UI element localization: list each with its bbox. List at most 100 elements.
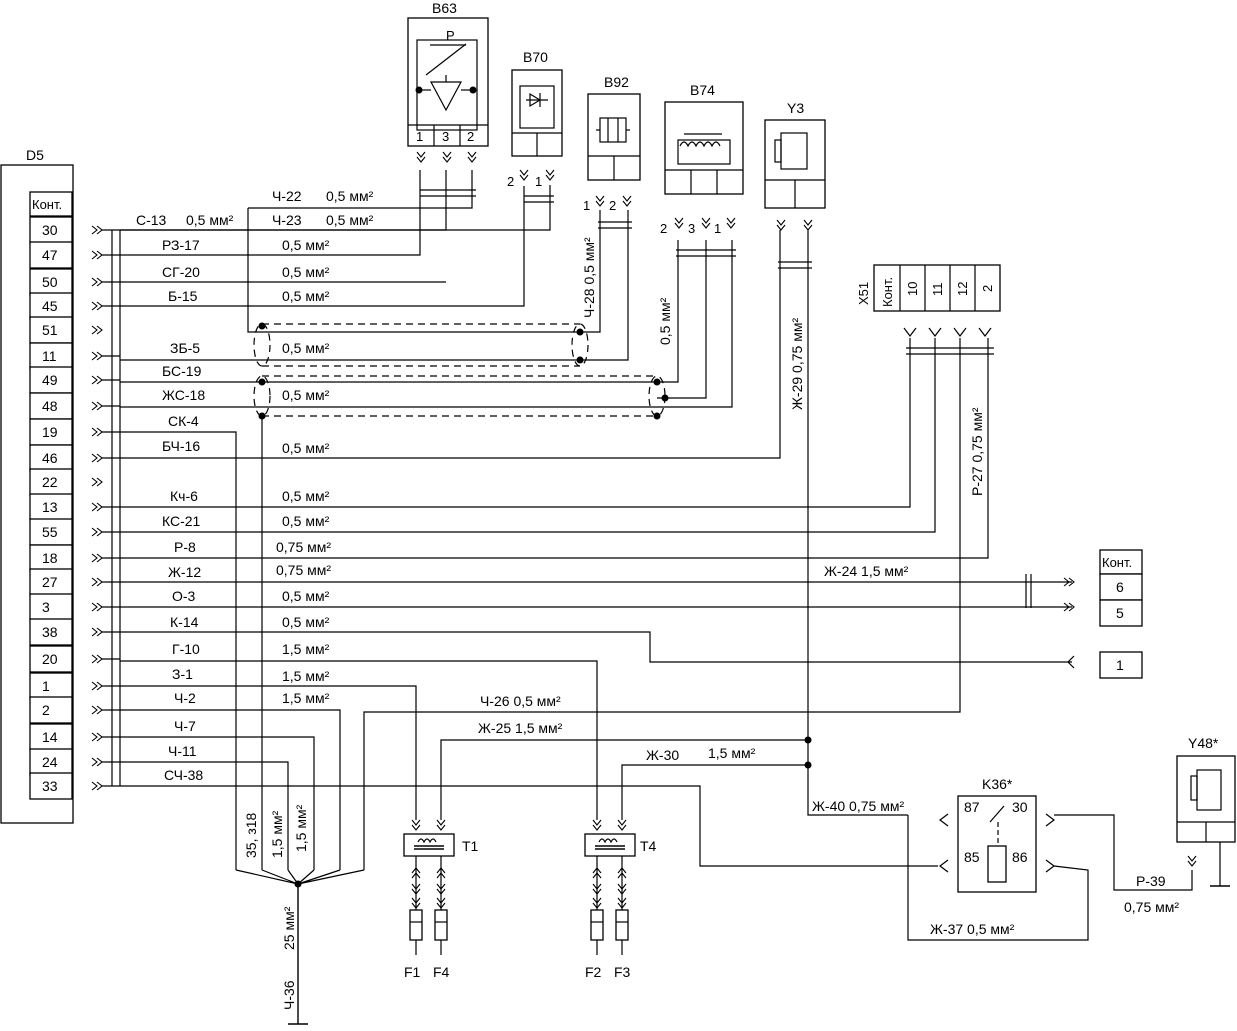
wire-z1-size: 1,5 мм² [282, 668, 330, 684]
b92-pin-1: 1 [583, 198, 590, 213]
wire-bch16: БЧ-16 [162, 438, 200, 454]
wire-g10-size: 1,5 мм² [282, 641, 330, 657]
wire-r8-size: 0,75 мм² [276, 539, 331, 555]
d5-title: D5 [26, 147, 44, 163]
d5-wire-arrow [91, 401, 103, 411]
d5-header: Конт. [32, 197, 62, 212]
d5-wire-arrow [91, 577, 103, 587]
d5-pin-label: 50 [42, 274, 58, 290]
d5-pin-cell [29, 672, 73, 700]
wire-zh12: Ж-12 [168, 564, 201, 580]
wire-zh25: Ж-25 1,5 мм² [478, 720, 563, 736]
wire-r39-size: 0,75 мм² [1124, 899, 1179, 915]
k36-relay: K36* 87 30 85 86 [907, 776, 1193, 941]
d5-pin-label: 14 [42, 729, 58, 745]
x51-header: Конт. [880, 277, 895, 307]
wire-ch22: Ч-22 [272, 188, 302, 204]
b70-pin-1: 1 [535, 174, 542, 189]
x51-pin-11: 11 [930, 283, 945, 297]
wire-g10: Г-10 [172, 641, 200, 657]
wire-r27: Р-27 0,75 мм² [969, 407, 985, 496]
wire-ch26: Ч-26 0,5 мм² [480, 693, 561, 709]
b63-sensor: B63 P 1 3 2 [407, 0, 489, 163]
wire-z1: З-1 [172, 666, 193, 682]
b74-sensor: B74 2 3 1 [660, 82, 744, 236]
d5-pin-label: 11 [42, 348, 57, 364]
d5-wire-arrow [91, 225, 103, 235]
d5-wire-arrow [91, 627, 103, 637]
wire-zh30-size: 1,5 мм² [708, 745, 756, 761]
b70-label: B70 [523, 49, 548, 65]
d5-wire-arrow [91, 681, 103, 691]
d5-pin-label: 45 [42, 298, 58, 314]
fuse-f2: F2 [585, 964, 602, 980]
d5-pin-cell [29, 696, 73, 724]
y48-label: Y48* [1188, 735, 1219, 751]
wire-ks21: КС-21 [162, 513, 201, 529]
b63-label: B63 [432, 0, 457, 16]
wire-c13: С-13 [136, 212, 167, 228]
d5-pin-cell [29, 241, 73, 269]
d5-wire-arrow [91, 427, 103, 437]
wire-zh29: Ж-29 0,75 мм² [789, 318, 805, 410]
d5-wire-arrow [91, 375, 103, 385]
b92-label: B92 [604, 74, 629, 90]
wire-r8: Р-8 [174, 539, 196, 555]
wire-zhs18-size: 0,5 мм² [282, 387, 330, 403]
y3-valve: Y3 [764, 100, 826, 231]
d5-pin-label: 13 [42, 499, 58, 515]
wire-zh40: Ж-40 0,75 мм² [812, 798, 904, 814]
d5-pin-label: 48 [42, 398, 58, 414]
d5-wire-arrow [91, 602, 103, 612]
d5-pin-label: 27 [42, 574, 58, 590]
gnd-size: 25 мм² [281, 906, 297, 950]
d5-wire-arrow [91, 553, 103, 563]
d5-pin-label: 2 [42, 702, 50, 718]
d5-wire-arrow [91, 351, 103, 361]
x51-label: X51 [856, 282, 871, 305]
wire-rz17-size: 0,5 мм² [282, 237, 330, 253]
d5-pin-label: 19 [42, 424, 58, 440]
d5-pin-label: 51 [42, 322, 58, 338]
wire-kch6-size: 0,5 мм² [282, 488, 330, 504]
wire-k14: К-14 [170, 614, 199, 630]
fuse-f4: F4 [433, 964, 450, 980]
k36-label: K36* [982, 776, 1013, 792]
d5-pin-label: 3 [42, 599, 50, 615]
wire-b74-size: 0,5 мм² [657, 297, 673, 345]
b63-p-label: P [446, 28, 455, 43]
wire-sg20: СГ-20 [162, 264, 200, 280]
gnd-label-b: 1,5 мм² [269, 810, 285, 858]
b92-sensor: B92 1 2 [583, 74, 641, 213]
wire-sk4: СК-4 [168, 413, 199, 429]
fuse-f3: F3 [614, 964, 631, 980]
wire-zh24: Ж-24 1,5 мм² [824, 563, 909, 579]
d5-pin-cell [29, 593, 73, 621]
d5-wire-arrow [91, 325, 103, 335]
t1-ignition-coil: T1 [403, 819, 479, 955]
signal-wires [120, 230, 1075, 1025]
fuse-f1: F1 [404, 964, 421, 980]
wire-sch38: СЧ-38 [164, 767, 203, 783]
d5-pin-label: 33 [42, 778, 58, 794]
d5-pin-cell [29, 748, 73, 776]
d5-pin-cell [29, 418, 73, 446]
wire-ch36: Ч-36 [281, 980, 297, 1010]
wire-ch7: Ч-7 [174, 718, 196, 734]
b74-pin-1: 1 [714, 221, 721, 236]
right-pin-6: 6 [1116, 579, 1124, 595]
x51-connector: X51 Конт. 10 11 12 2 [856, 264, 1001, 337]
k36-pin-86: 86 [1012, 849, 1028, 865]
b74-label: B74 [690, 82, 715, 98]
wire-c13-size: 0,5 мм² [186, 212, 234, 228]
d5-pin-cell [29, 444, 73, 472]
x51-pin-12: 12 [955, 282, 970, 296]
wire-ch28: Ч-28 0,5 мм² [581, 237, 597, 318]
d5-pin-cell [29, 618, 73, 646]
d5-wire-arrow [91, 654, 103, 664]
wire-zh30: Ж-30 [646, 747, 679, 763]
right-pin-5: 5 [1116, 605, 1124, 621]
shielded-wires [120, 170, 736, 420]
right-header: Конт. [1102, 555, 1132, 570]
